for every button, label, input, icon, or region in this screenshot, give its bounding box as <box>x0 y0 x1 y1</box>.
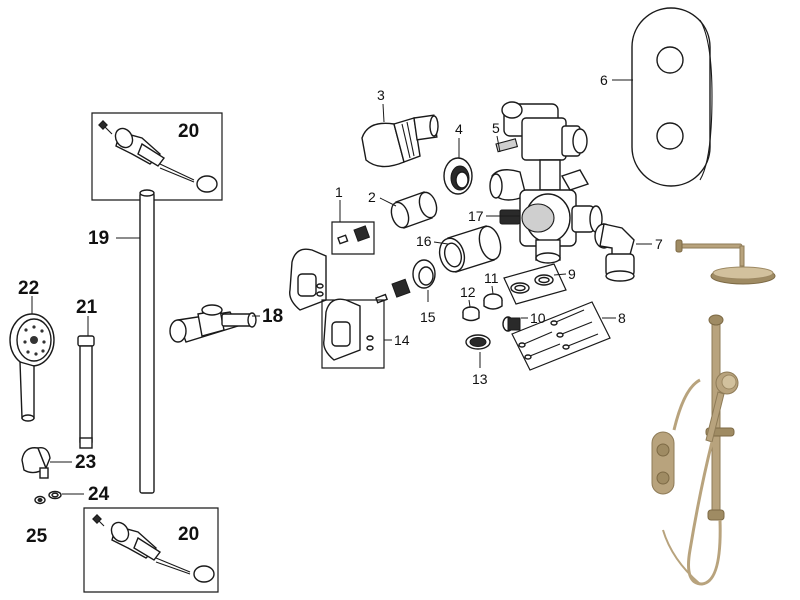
label-part-9: 9 <box>568 266 576 282</box>
label-part-22: 22 <box>18 278 39 299</box>
label-part-23: 23 <box>75 452 96 473</box>
part-17-cartridge <box>499 169 603 264</box>
control-handle <box>289 248 327 311</box>
label-part-2: 2 <box>368 189 376 205</box>
label-part-4: 4 <box>455 121 463 137</box>
label-part-13: 13 <box>472 371 488 387</box>
label-part-17: 17 <box>468 208 484 224</box>
label-part-18: 18 <box>262 306 283 327</box>
label-part-20-bottom: 20 <box>178 524 199 545</box>
part-2-sleeve <box>390 191 438 229</box>
part-14-handle <box>321 298 385 369</box>
label-part-3: 3 <box>377 87 385 103</box>
part-18-slider <box>169 304 257 343</box>
label-part-20-top: 20 <box>178 121 199 142</box>
part-21-hose <box>77 335 95 449</box>
label-part-14: 14 <box>394 332 410 348</box>
label-part-5: 5 <box>492 120 500 136</box>
part-1-spindle <box>331 221 375 255</box>
part-10-check-valve <box>502 316 521 332</box>
label-part-24: 24 <box>88 484 110 505</box>
part-8-fixing-screws <box>511 301 611 371</box>
label-part-11: 11 <box>484 270 499 286</box>
part-20-top-wall-bracket <box>91 112 223 201</box>
label-part-15: 15 <box>420 309 436 325</box>
fixed-head-shower-photo <box>675 239 776 285</box>
part-6-faceplate <box>631 7 713 187</box>
label-part-19: 19 <box>88 228 109 249</box>
part-labels: 3 4 5 6 2 1 17 16 7 9 11 12 10 8 15 13 1… <box>18 72 663 547</box>
part-11-cap <box>483 293 503 310</box>
label-part-21: 21 <box>76 297 98 318</box>
part-25-washer <box>34 495 46 505</box>
part-4-cover-ring <box>443 157 473 195</box>
leader-lines <box>31 79 652 495</box>
part-5-valve-body <box>489 101 588 201</box>
part-9-washers <box>503 263 567 305</box>
cartridge-screw <box>375 278 411 304</box>
rail-kit-photo <box>651 314 739 586</box>
label-part-1: 1 <box>335 184 343 200</box>
part-13-filter <box>465 334 491 350</box>
part-19-riser-rail <box>139 189 155 494</box>
part-12-cap <box>462 306 480 322</box>
label-part-12: 12 <box>460 284 476 300</box>
part-15-ring <box>412 259 436 289</box>
part-20-bottom-wall-bracket <box>83 507 219 593</box>
label-part-10: 10 <box>530 310 546 326</box>
part-24-washer <box>48 490 62 500</box>
label-part-7: 7 <box>655 236 663 252</box>
part-23-wall-outlet <box>21 447 51 479</box>
label-part-6: 6 <box>600 72 608 88</box>
label-part-8: 8 <box>618 310 626 326</box>
part-3-outlet-elbow <box>361 114 439 168</box>
part-22-hand-shower <box>9 313 55 422</box>
label-part-25: 25 <box>26 526 48 547</box>
part-7-elbow <box>594 223 635 282</box>
part-16-shroud <box>438 225 502 273</box>
label-part-16: 16 <box>416 233 432 249</box>
